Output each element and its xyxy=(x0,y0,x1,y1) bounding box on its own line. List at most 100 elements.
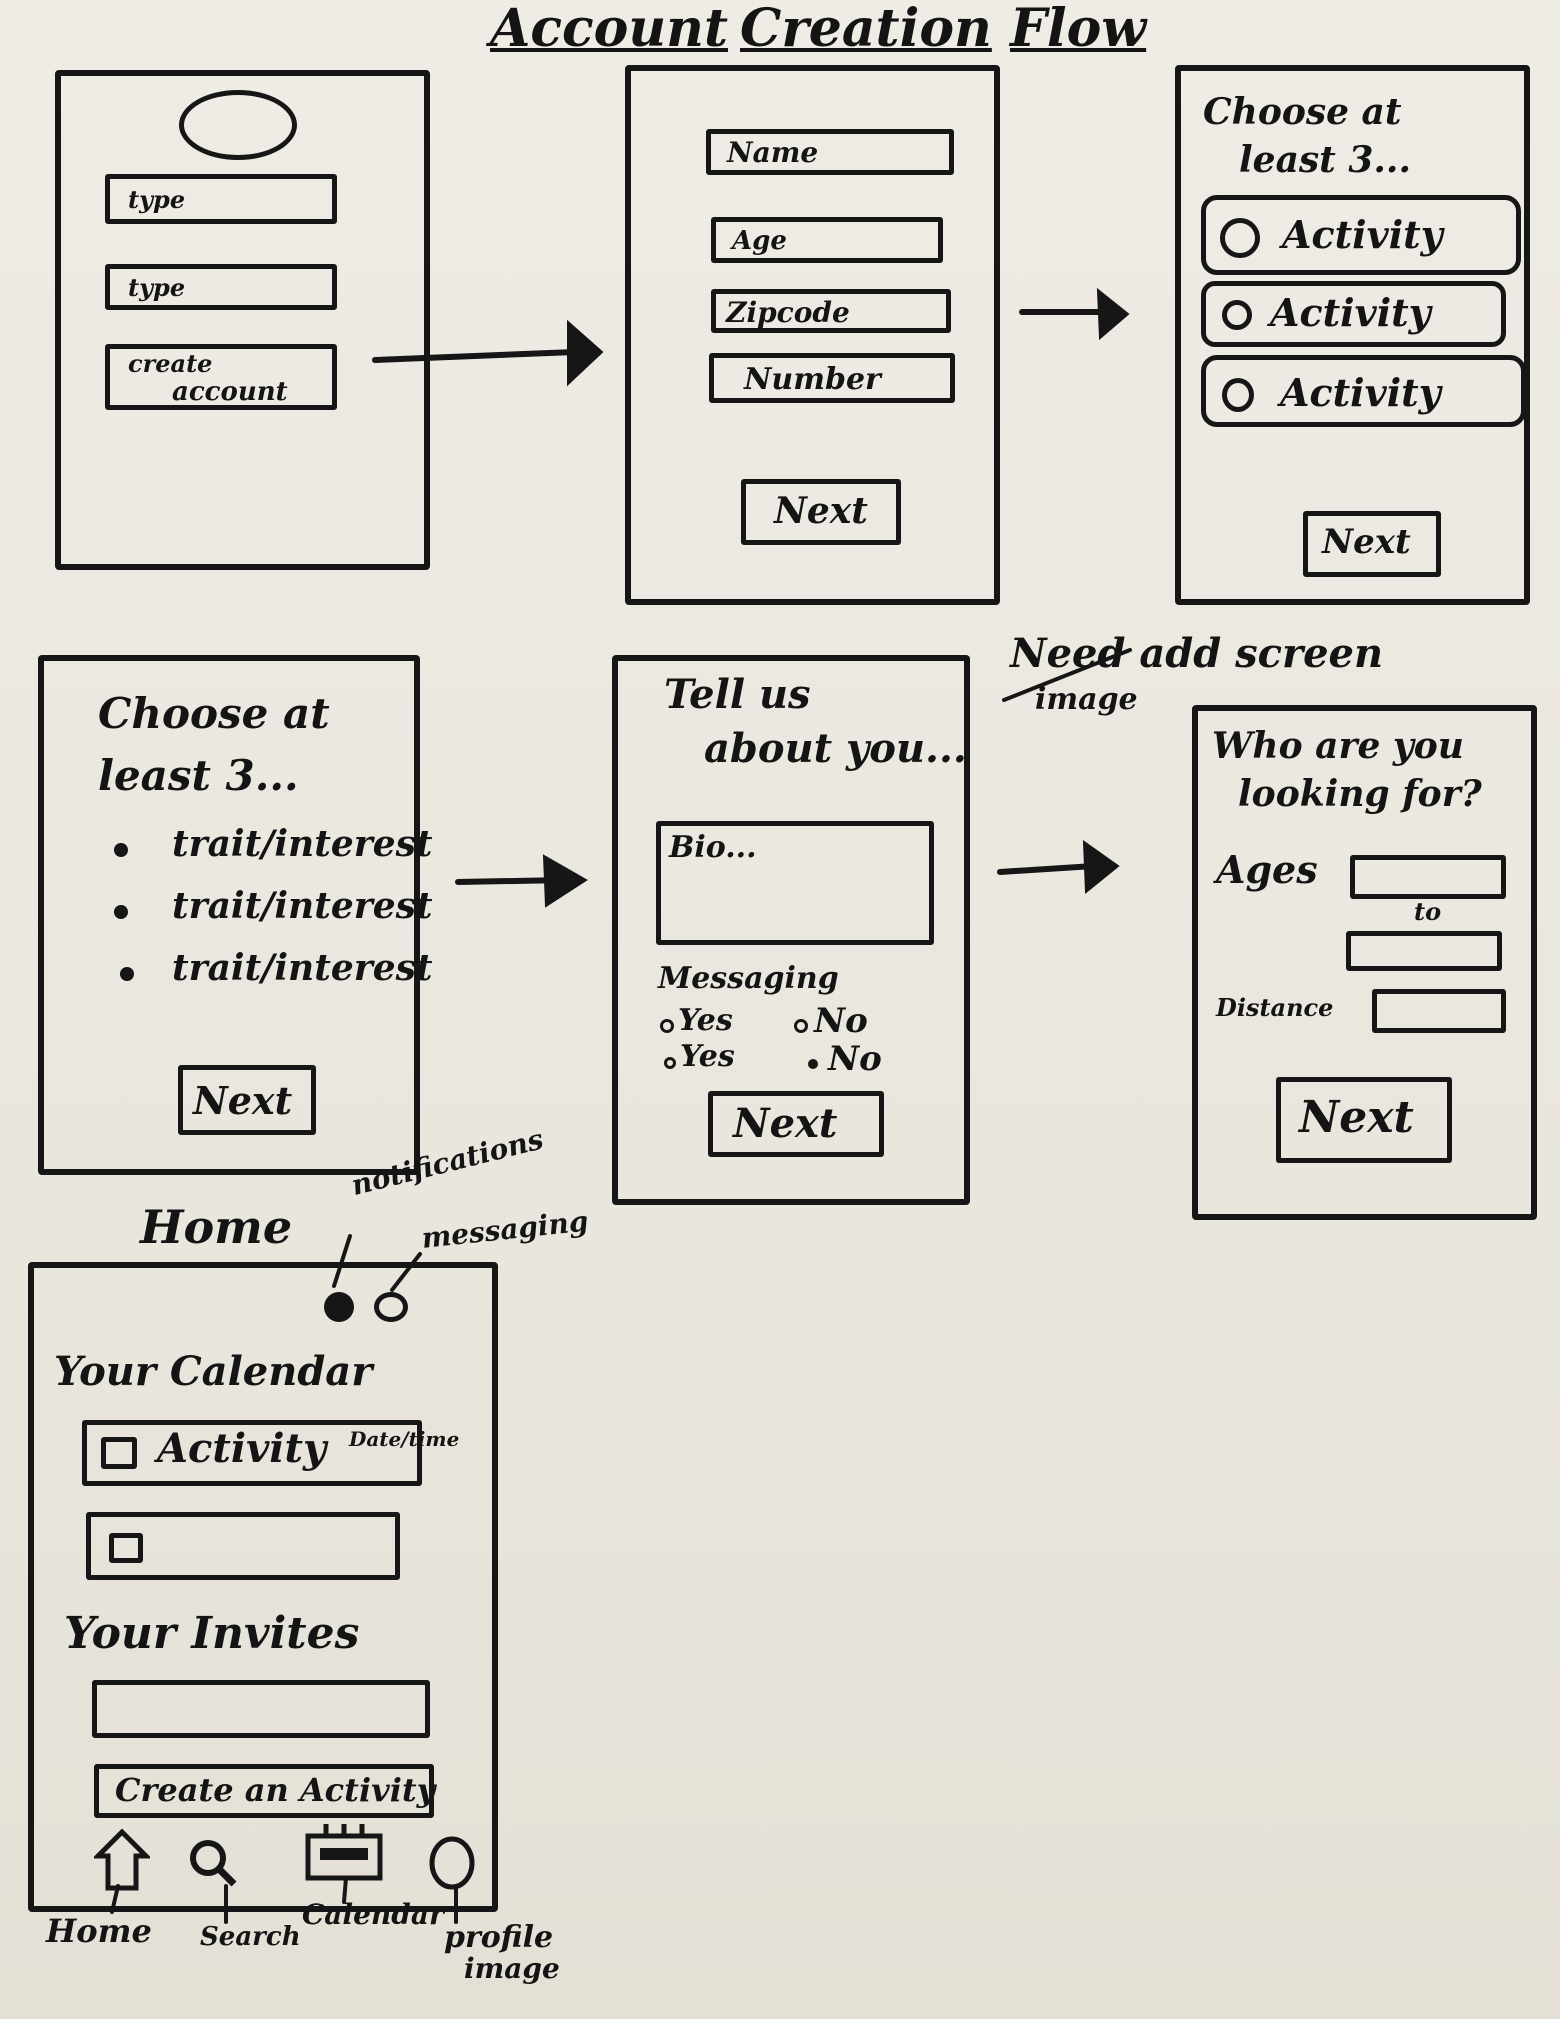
home-screen-label: Home xyxy=(140,1200,293,1254)
calendar-activity-label: Activity xyxy=(157,1425,327,1472)
radio-circle-icon xyxy=(1220,218,1260,258)
arrow-login-to-info xyxy=(372,349,578,363)
title-word-account: Account xyxy=(490,0,728,59)
trait-item-1[interactable]: trait/interest xyxy=(172,823,433,865)
to-label: to xyxy=(1414,897,1442,926)
nav-label-image: image xyxy=(464,1952,560,1985)
note-underline xyxy=(1002,648,1132,702)
home-label-leader xyxy=(110,1884,120,1914)
notifications-leader xyxy=(332,1234,352,1288)
search-nav-icon[interactable] xyxy=(184,1834,240,1890)
activity-thumbnail-icon xyxy=(101,1437,137,1469)
activity-option-1-label: Activity xyxy=(1282,212,1443,257)
messaging-yes-2[interactable]: Yes xyxy=(680,1039,735,1074)
calendar-activity-card[interactable]: Activity Date/time xyxy=(82,1420,459,1486)
nav-label-search: Search xyxy=(200,1922,301,1952)
traits-next-button[interactable]: Next xyxy=(178,1065,316,1135)
nav-label-home: Home xyxy=(46,1912,152,1950)
about-heading-line2: about you... xyxy=(704,725,967,772)
radio-circle-icon[interactable] xyxy=(794,1019,808,1033)
screen-about: Tell us about you... Bio... Messaging Ye… xyxy=(612,655,970,1205)
arrow-head-icon xyxy=(1096,287,1130,341)
radio-circle-icon[interactable] xyxy=(660,1019,674,1033)
messaging-no-1[interactable]: No xyxy=(814,1001,868,1041)
radio-circle-icon xyxy=(1222,300,1252,330)
calendar-heading: Your Calendar xyxy=(54,1348,373,1395)
home-nav-icon[interactable] xyxy=(94,1828,150,1892)
looking-heading-line2: looking for? xyxy=(1238,773,1482,815)
messaging-leader xyxy=(390,1252,422,1292)
activities-heading-line2: least 3... xyxy=(1239,139,1411,181)
calendar-label-leader xyxy=(342,1876,348,1904)
radio-dot-icon[interactable] xyxy=(808,1059,818,1069)
activities-heading-line1: Choose at xyxy=(1203,91,1402,133)
invites-heading: Your Invites xyxy=(64,1608,360,1659)
screen-info: Name Age Zipcode Number Next xyxy=(625,65,1000,605)
screen-activities: Choose at least 3... Activity Activity A… xyxy=(1175,65,1530,605)
create-activity-button[interactable]: Create an Activity xyxy=(94,1764,436,1818)
bullet-icon xyxy=(114,905,128,919)
zipcode-field-label: Zipcode xyxy=(726,296,850,329)
age-min-field[interactable] xyxy=(1350,855,1506,899)
screen-home: Your Calendar Activity Date/time Your In… xyxy=(28,1262,498,1912)
note-add-screen-line2: image xyxy=(1035,682,1138,717)
ages-label: Ages xyxy=(1216,847,1318,892)
traits-heading-line2: least 3... xyxy=(98,751,299,800)
trait-item-2[interactable]: trait/interest xyxy=(172,885,433,927)
name-field[interactable]: Name xyxy=(706,129,954,175)
bullet-icon xyxy=(114,843,128,857)
looking-heading-line1: Who are you xyxy=(1212,725,1464,767)
activity-option-3-label: Activity xyxy=(1280,370,1441,415)
looking-next-button[interactable]: Next xyxy=(1276,1077,1452,1163)
note-add-screen-line1: Need add screen xyxy=(1010,630,1384,677)
screen-looking: Who are you looking for? Ages to Distanc… xyxy=(1192,705,1537,1220)
activity-option-3[interactable]: Activity xyxy=(1201,355,1526,427)
invite-card[interactable] xyxy=(92,1680,430,1738)
notifications-bell-icon[interactable] xyxy=(324,1292,354,1322)
traits-heading-line1: Choose at xyxy=(98,689,330,738)
activities-next-label: Next xyxy=(1322,522,1411,562)
activity-option-1[interactable]: Activity xyxy=(1201,195,1521,275)
number-field-label: Number xyxy=(744,362,881,397)
activity-option-2[interactable]: Activity xyxy=(1201,281,1506,347)
login-field-1[interactable]: type xyxy=(105,174,337,224)
screen-traits: Choose at least 3... trait/interest trai… xyxy=(38,655,433,1175)
bio-textarea[interactable]: Bio... xyxy=(656,821,934,945)
distance-field[interactable] xyxy=(1372,989,1506,1033)
nav-label-calendar: Calendar xyxy=(302,1898,444,1931)
create-activity-label: Create an Activity xyxy=(115,1771,436,1809)
trait-item-3[interactable]: trait/interest xyxy=(172,947,433,989)
messaging-yes-1[interactable]: Yes xyxy=(678,1003,733,1038)
arrow-head-icon xyxy=(542,854,588,908)
calendar-empty-card[interactable] xyxy=(86,1512,400,1580)
login-field-1-label: type xyxy=(128,185,186,214)
logo-circle-icon xyxy=(179,90,297,160)
title-word-creation: Creation xyxy=(740,0,992,59)
activity-thumbnail-icon xyxy=(109,1533,143,1563)
messaging-bubble-icon[interactable] xyxy=(374,1292,408,1322)
create-account-line2: account xyxy=(172,377,288,407)
create-account-line1: create xyxy=(128,349,213,378)
info-next-button[interactable]: Next xyxy=(741,479,901,545)
about-next-label: Next xyxy=(733,1100,838,1147)
bullet-icon xyxy=(120,967,134,981)
create-account-button[interactable]: create account xyxy=(105,344,337,410)
zipcode-field[interactable]: Zipcode xyxy=(711,289,951,333)
profile-nav-icon[interactable] xyxy=(426,1834,478,1892)
name-field-label: Name xyxy=(727,136,819,169)
radio-circle-icon[interactable] xyxy=(664,1057,676,1069)
login-field-2[interactable]: type xyxy=(105,264,337,310)
number-field[interactable]: Number xyxy=(709,353,955,403)
about-next-button[interactable]: Next xyxy=(708,1091,884,1157)
age-max-field[interactable] xyxy=(1346,931,1502,971)
bio-placeholder: Bio... xyxy=(669,830,757,865)
activities-next-button[interactable]: Next xyxy=(1303,511,1441,577)
radio-circle-icon xyxy=(1222,378,1254,412)
age-field-label: Age xyxy=(732,226,787,256)
messaging-no-2[interactable]: No xyxy=(828,1039,882,1079)
screen-login: type type create account xyxy=(55,70,430,570)
arrow-head-icon xyxy=(1082,840,1120,895)
age-field[interactable]: Age xyxy=(711,217,943,263)
info-next-label: Next xyxy=(774,490,868,532)
